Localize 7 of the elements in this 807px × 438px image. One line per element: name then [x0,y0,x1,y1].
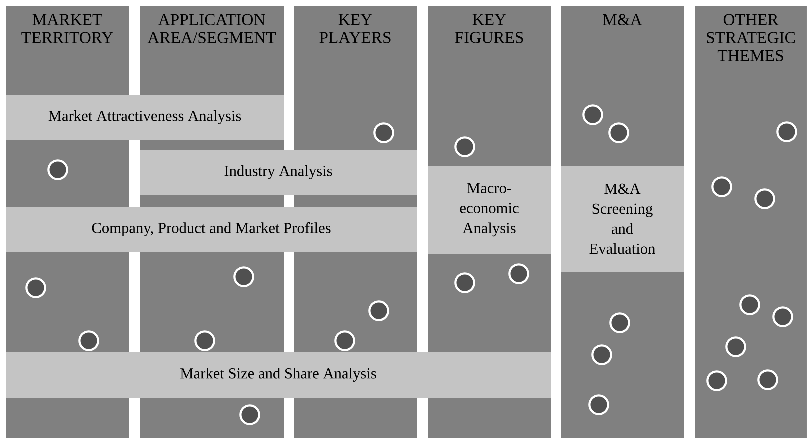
column-panel: OTHER STRATEGIC THEMES [695,6,807,438]
analysis-band: Industry Analysis [140,150,417,195]
analysis-box: Macro-economic Analysis [428,166,551,254]
analysis-box: M&A Screening and Evaluation [561,166,684,272]
analysis-band: Company, Product and Market Profiles [6,206,417,252]
analysis-band: Market Size and Share Analysis [6,352,551,398]
analysis-band: Market Attractiveness Analysis [6,94,284,140]
